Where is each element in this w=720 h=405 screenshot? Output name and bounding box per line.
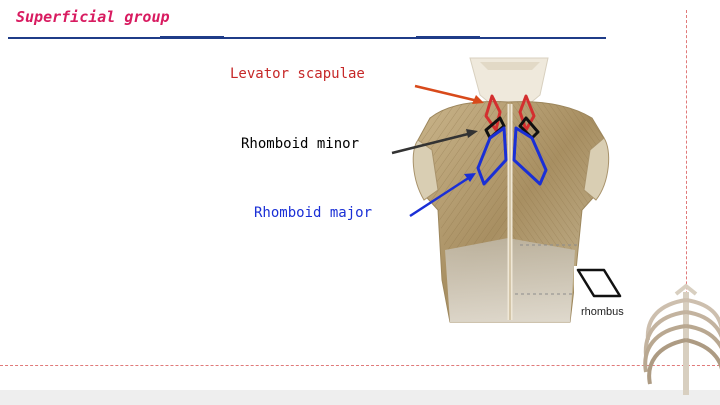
label-rhombus: rhombus [581, 306, 624, 318]
slide-title: Superficial group [16, 8, 170, 26]
back-anatomy-image [412, 57, 610, 323]
label-rhomboid-major: Rhomboid major [254, 205, 373, 221]
levator-arrow [414, 84, 484, 104]
footer-band [0, 390, 720, 405]
rhombus-shape-icon [574, 266, 640, 304]
title-underline-accent-2 [416, 36, 480, 39]
vertical-dashed-guide [686, 10, 687, 405]
rhomboid-major-arrow [409, 173, 476, 218]
title-underline-accent-1 [160, 36, 224, 39]
ribcage-image [643, 283, 720, 395]
horizontal-dashed-guide [0, 365, 720, 366]
label-rhomboid-minor: Rhomboid minor [241, 136, 360, 152]
title-underline [8, 37, 606, 39]
rhomboid-minor-arrow [391, 129, 478, 155]
label-levator-scapulae: Levator scapulae [230, 66, 365, 82]
